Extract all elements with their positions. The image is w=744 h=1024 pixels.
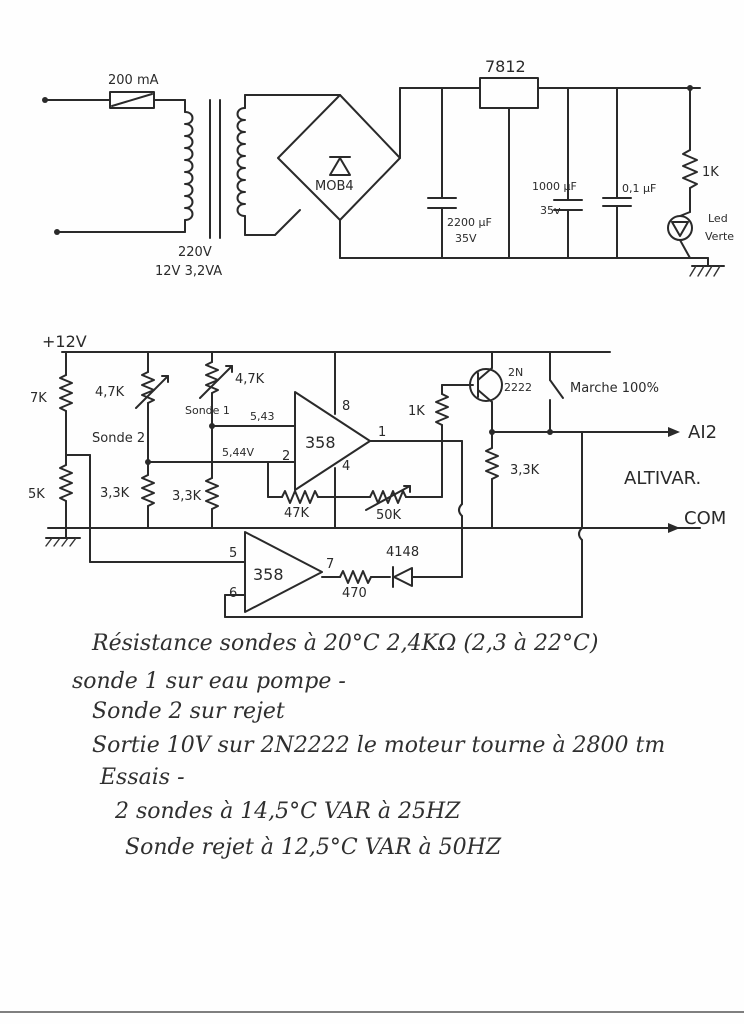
com-label: COM — [684, 508, 726, 529]
note-line-6: 2 sondes à 14,5°C VAR à 25HZ — [114, 799, 461, 824]
r470-label: 470 — [342, 586, 367, 601]
pin6-label: 6 — [229, 586, 237, 601]
v544-label: 5,44V — [222, 446, 254, 459]
resistor-5k — [59, 464, 73, 502]
resistor-3k3-b — [205, 477, 219, 510]
cap-3-label: 0,1 µF — [622, 182, 656, 195]
opamp1-label: 358 — [305, 433, 336, 452]
resistor-1k-base — [435, 393, 449, 426]
control-section: +12V 7K 5K 4,7K Sonde 2 3,3K — [28, 332, 726, 618]
r47k-label: 47K — [284, 506, 310, 521]
transformer-primary — [184, 111, 194, 221]
sonde2-label: Sonde 2 — [92, 431, 145, 446]
r33k-a-label: 3,3K — [100, 486, 130, 501]
regulator-label: 7812 — [485, 57, 526, 76]
r47k-pot-b-label: 4,7K — [235, 372, 265, 387]
marche-label: Marche 100% — [570, 381, 659, 396]
altivar-label: ALTIVAR. — [624, 468, 701, 489]
v543-label: 5,43 — [250, 410, 275, 423]
r5k-label: 5K — [28, 487, 45, 502]
regulator-7812 — [479, 77, 539, 109]
r50k-label: 50K — [376, 508, 402, 523]
power-supply-section: 200 mA 220V 12V 3,2VA MOB4 7812 — [42, 57, 734, 279]
bridge-label: MOB4 — [315, 179, 354, 194]
transistor-2n2222 — [469, 368, 503, 402]
pin8-label: 8 — [342, 399, 350, 414]
note-line-4: Sortie 10V sur 2N2222 le moteur tourne à… — [92, 733, 665, 758]
com-arrow-icon — [668, 523, 680, 533]
opamp2-label: 358 — [253, 565, 284, 584]
sonde1-label: Sonde 1 — [185, 404, 230, 417]
led-resistor — [682, 149, 698, 189]
transformer-rating-label: 12V 3,2VA — [155, 264, 222, 279]
note-line-1: Résistance sondes à 20°C 2,4KΩ (2,3 à 22… — [91, 631, 598, 656]
supply-label: +12V — [42, 332, 87, 351]
pin4-label: 4 — [342, 459, 350, 474]
led-label-2: Verte — [705, 230, 734, 243]
notes-section: Résistance sondes à 20°C 2,4KΩ (2,3 à 22… — [72, 631, 665, 860]
resistor-50k-pot — [369, 490, 407, 504]
led-resistor-label: 1K — [702, 165, 719, 180]
r33k-c-label: 3,3K — [510, 463, 540, 478]
bridge-diode-icon — [329, 157, 351, 176]
note-line-7: Sonde rejet à 12,5°C VAR à 50HZ — [125, 835, 502, 860]
sonde1-thermistor — [205, 361, 219, 394]
transistor-label-2: 2222 — [504, 381, 532, 394]
r33k-b-label: 3,3K — [172, 489, 202, 504]
transformer-secondary — [236, 107, 246, 217]
cap-2-label: 1000 µF — [532, 180, 577, 193]
note-line-3: Sonde 2 sur rejet — [92, 699, 285, 724]
pin5-label: 5 — [229, 546, 237, 561]
opamp2 — [244, 531, 323, 613]
pin7-label: 7 — [326, 557, 334, 572]
transistor-label-1: 2N — [508, 366, 523, 379]
resistor-47k — [281, 490, 319, 504]
diode-label: 4148 — [386, 545, 419, 560]
r7k-label: 7K — [30, 391, 47, 406]
ai2-arrow-icon — [668, 427, 680, 437]
note-line-2: sonde 1 sur eau pompe - — [72, 669, 346, 694]
cap-2-voltage: 35v — [540, 204, 561, 217]
resistor-3k3-a — [141, 474, 155, 507]
fuse-label: 200 mA — [108, 73, 159, 88]
input-terminal-top — [42, 97, 48, 103]
ai2-label: AI2 — [688, 422, 717, 443]
transformer-primary-label: 220V — [178, 245, 212, 260]
cap-main-label: 2200 µF — [447, 216, 492, 229]
resistor-3k3-c — [485, 447, 499, 480]
diode-4148 — [393, 567, 413, 587]
note-line-5: Essais - — [99, 765, 185, 790]
opamp1 — [294, 391, 371, 491]
sonde2-thermistor — [141, 371, 155, 404]
resistor-470 — [339, 570, 372, 584]
led-label-1: Led — [708, 212, 728, 225]
r1k-label: 1K — [408, 404, 425, 419]
r47k-pot-label: 4,7K — [95, 385, 125, 400]
cap-main-voltage: 35V — [455, 232, 477, 245]
pin1-label: 1 — [378, 425, 386, 440]
pin2-label: 2 — [282, 449, 290, 464]
resistor-7k — [59, 374, 73, 412]
